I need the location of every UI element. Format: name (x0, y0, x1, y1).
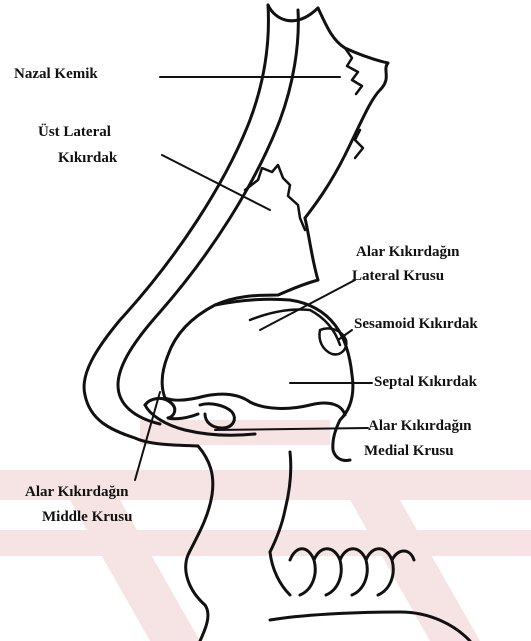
frontal-line (268, 5, 318, 21)
upper-lateral-cartilage (305, 218, 318, 280)
gum-line (270, 612, 470, 641)
leader-alar-medial (215, 428, 368, 430)
lateral-crus (162, 280, 318, 398)
label-alar-lateral-line1: Alar Kıkırdağın (356, 244, 460, 261)
label-alar-lateral-line2: Lateral Krusu (352, 268, 444, 285)
label-septal: Septal Kıkırdak (374, 374, 477, 391)
ala-base (333, 420, 350, 461)
label-alar-middle-line2: Middle Krusu (42, 509, 132, 526)
skin-profile-inner (118, 10, 298, 424)
label-nazal-kemik: Nazal Kemik (14, 66, 98, 83)
medial-crus-foot (200, 404, 234, 428)
nasal-bone (305, 8, 388, 218)
label-ust-lateral-line2: Kıkırdak (58, 150, 117, 167)
label-ust-lateral-line1: Üst Lateral (38, 124, 111, 141)
upper-lip (270, 452, 291, 552)
label-alar-medial-line1: Alar Kıkırdağın (368, 418, 472, 435)
teeth (270, 549, 414, 595)
label-alar-medial-line2: Medial Krusu (364, 443, 454, 460)
leader-alar-middle (135, 392, 160, 480)
label-sesamoid: Sesamoid Kıkırdak (354, 316, 478, 333)
label-alar-middle-line1: Alar Kıkırdağın (25, 484, 129, 501)
septal-cartilage-border (165, 394, 345, 415)
leader-alar-lateral (260, 280, 355, 330)
skin-profile-outer (84, 5, 268, 641)
